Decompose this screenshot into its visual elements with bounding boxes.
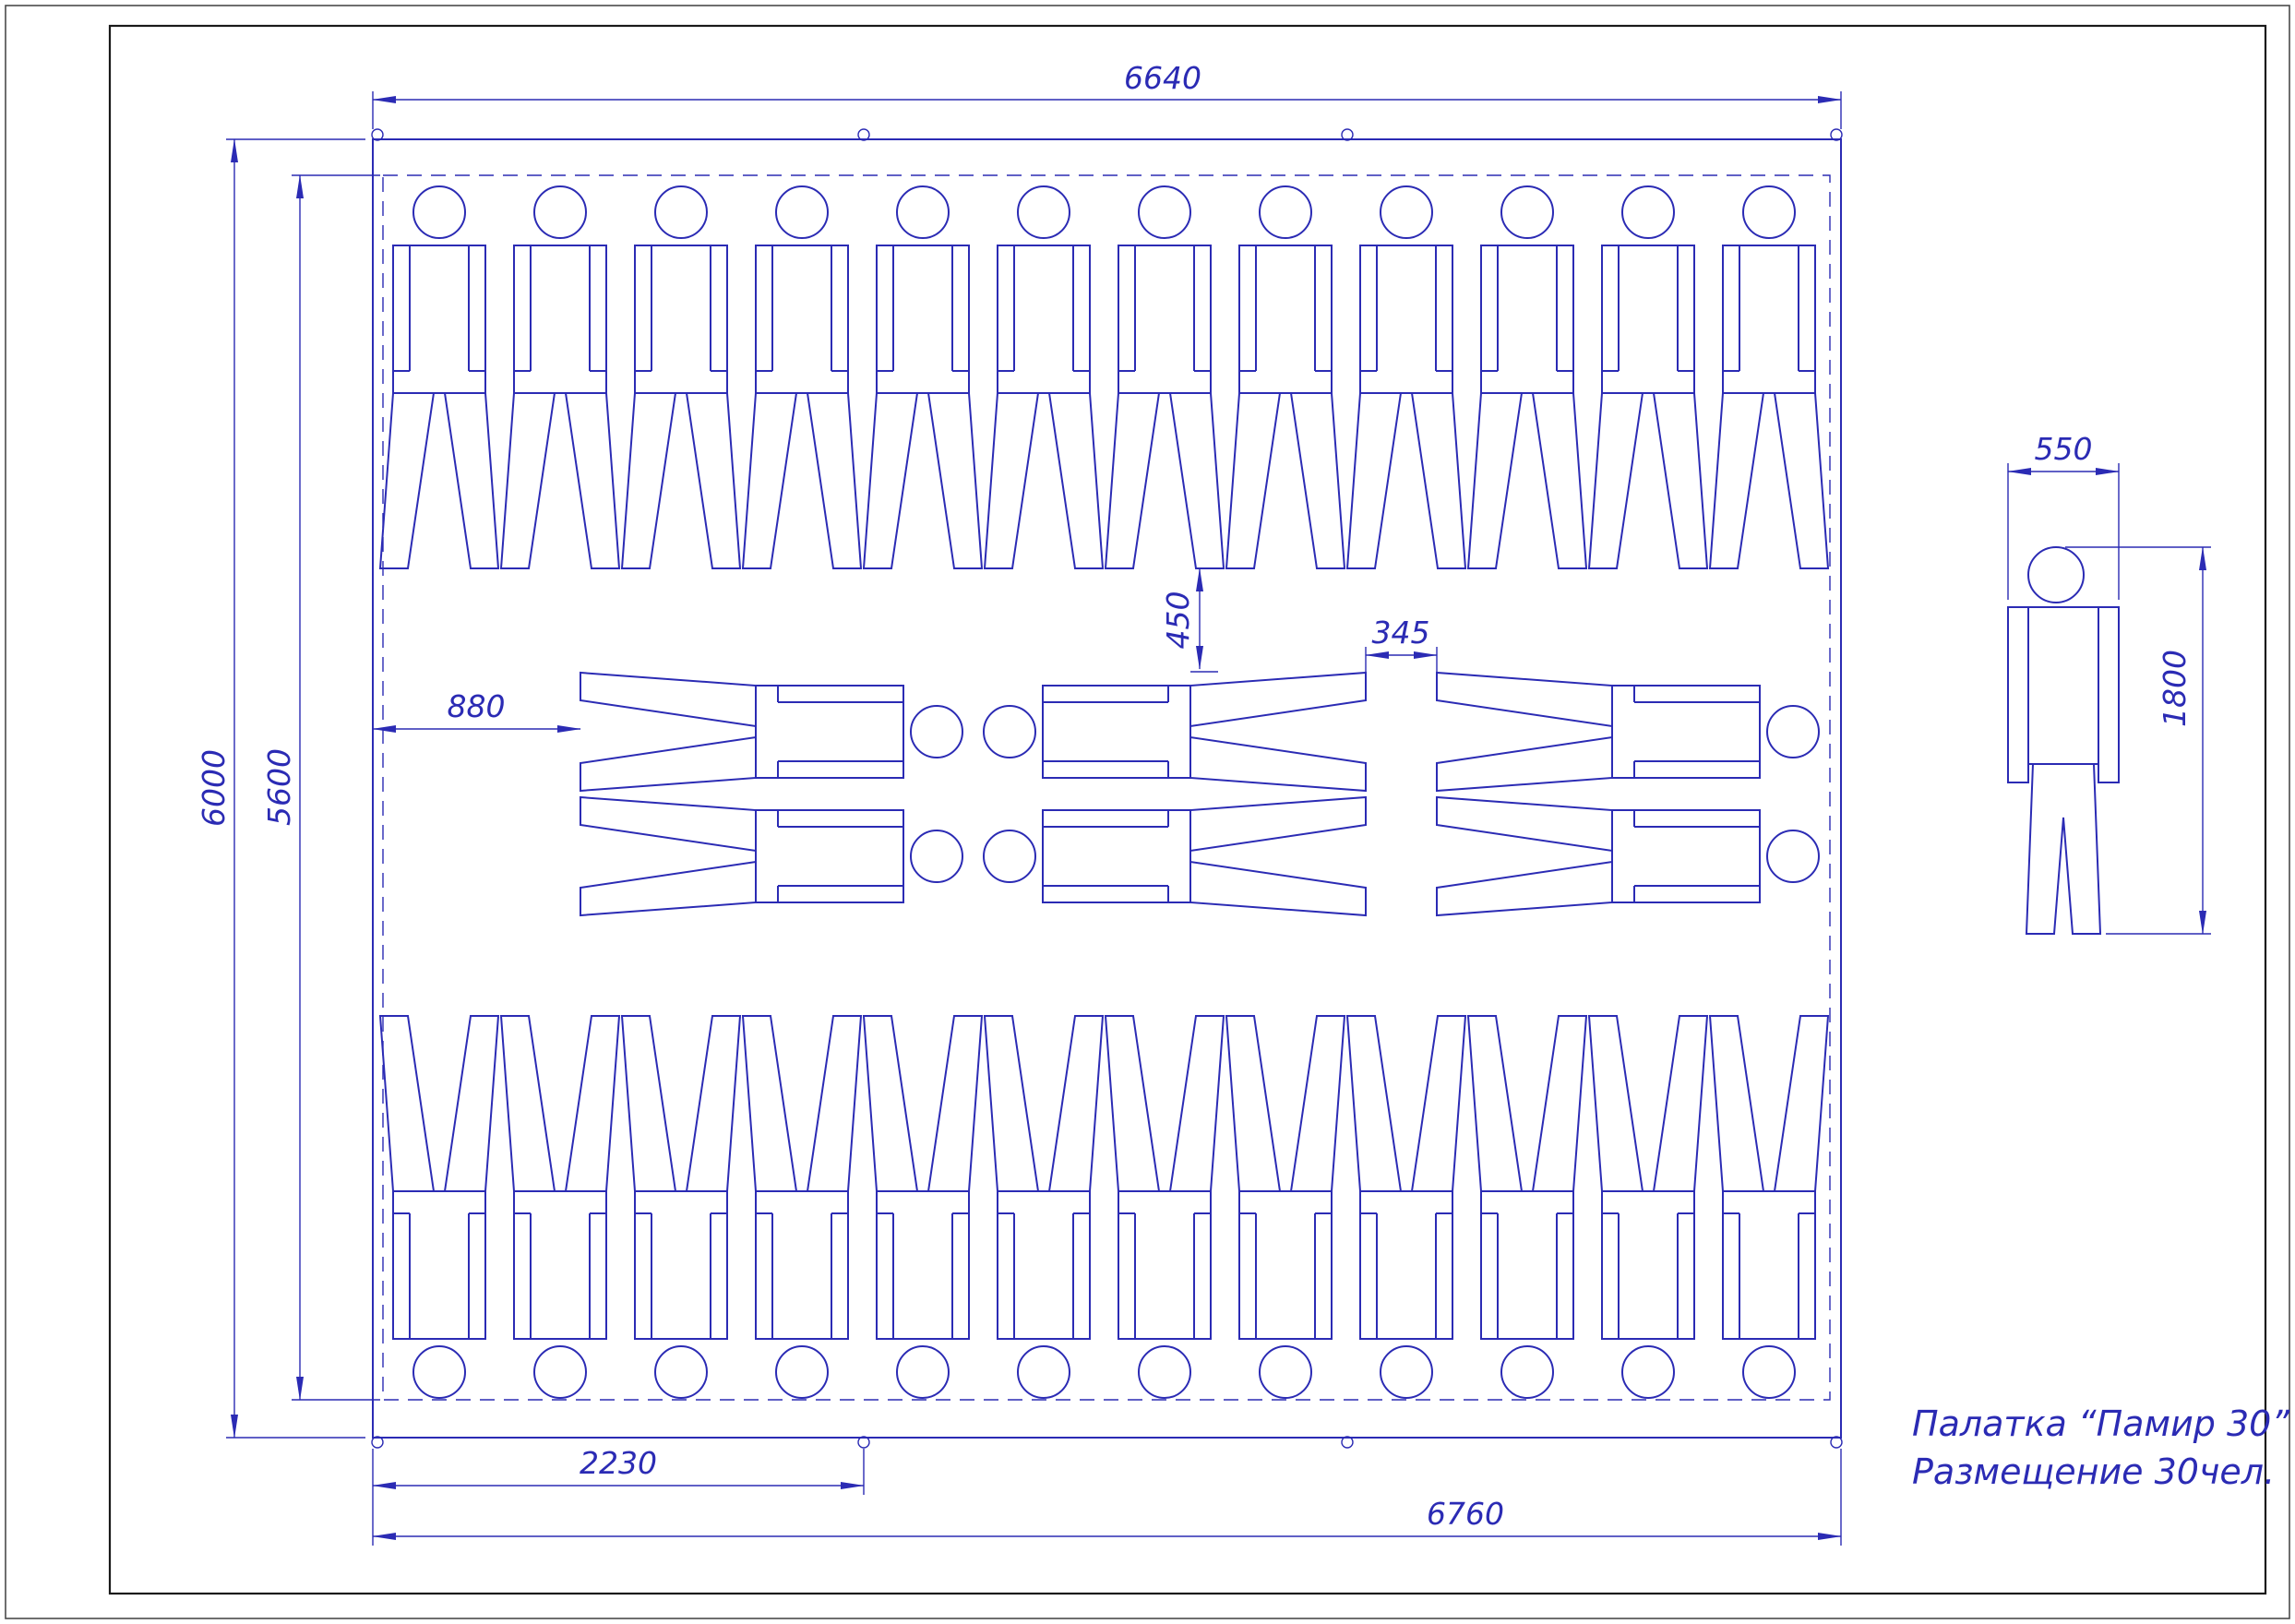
person-figure xyxy=(379,1015,499,1399)
person-head xyxy=(2027,546,2085,603)
person-figure xyxy=(983,672,1367,792)
person-figure xyxy=(1709,185,1829,569)
dimension-label: 6640 xyxy=(1124,60,1201,96)
dimension-center-gap-horizontal: 345 xyxy=(1365,615,1438,672)
person-figure xyxy=(1436,672,1820,792)
tent-floor-plan xyxy=(371,128,1843,1449)
dimension-person-width: 550 xyxy=(2007,431,2120,600)
dimension-center-gap-vertical: 450 xyxy=(1160,567,1218,673)
sleepers-middle-rows xyxy=(580,672,1820,916)
person-figure xyxy=(580,796,963,916)
person-figure xyxy=(580,672,963,792)
sheet-inner-frame xyxy=(108,24,2267,1595)
sleepers-bottom-row xyxy=(379,1015,1829,1399)
person-figure xyxy=(984,1015,1104,1399)
tent-inner-dashed-boundary xyxy=(382,174,1831,1401)
dimension-label: 6000 xyxy=(196,749,232,827)
dimension-person-height: 1800 xyxy=(2065,546,2211,935)
person-figure xyxy=(742,185,862,569)
title-line-1: Палатка “Памир 30” xyxy=(1912,1403,2289,1444)
person-legs xyxy=(2025,763,2102,935)
person-figure xyxy=(1467,185,1587,569)
dimension-bottom-segment: 2230 xyxy=(372,1445,865,1546)
person-figure xyxy=(500,185,620,569)
dimension-label: 5600 xyxy=(261,748,297,826)
tent-outline xyxy=(372,138,1842,1439)
dimension-label: 880 xyxy=(448,688,506,724)
person-right-arm xyxy=(2098,606,2120,783)
person-figure xyxy=(1467,1015,1587,1399)
person-figure xyxy=(983,796,1367,916)
person-figure xyxy=(1225,1015,1345,1399)
person-figure xyxy=(1709,1015,1829,1399)
dimension-tent-width-top: 6640 xyxy=(372,60,1842,129)
person-figure xyxy=(379,185,499,569)
dimension-label: 550 xyxy=(2035,431,2093,467)
person-figure xyxy=(621,1015,741,1399)
person-left-arm xyxy=(2007,606,2029,783)
dimension-tent-width-bottom: 6760 xyxy=(372,1449,1842,1546)
person-figure xyxy=(1346,185,1466,569)
person-torso xyxy=(2027,606,2099,765)
drawing-title: Палатка “Памир 30” Размещение 30чел. xyxy=(1912,1403,2289,1492)
person-figure xyxy=(863,185,983,569)
sleepers-top-row xyxy=(379,185,1829,569)
person-figure xyxy=(500,1015,620,1399)
dimension-label: 2230 xyxy=(580,1445,657,1481)
person-figure xyxy=(1105,185,1225,569)
person-figure xyxy=(1105,1015,1225,1399)
person-figure xyxy=(742,1015,862,1399)
person-figure xyxy=(984,185,1104,569)
person-figure xyxy=(1436,796,1820,916)
tent-peg-points xyxy=(371,128,1843,1449)
dimension-label: 1800 xyxy=(2157,650,2193,727)
person-figure xyxy=(1588,1015,1708,1399)
person-figure xyxy=(1346,1015,1466,1399)
person-figure xyxy=(1588,185,1708,569)
dimension-tent-height-outer: 6000 xyxy=(196,138,365,1439)
dimension-label: 6760 xyxy=(1427,1496,1504,1532)
sheet-outer-border xyxy=(5,5,2290,1619)
dimension-label: 345 xyxy=(1372,615,1430,651)
person-figure xyxy=(1225,185,1345,569)
dimension-tent-height-inner: 5600 xyxy=(261,174,380,1401)
title-line-2: Размещение 30чел. xyxy=(1912,1451,2275,1492)
dimension-label: 450 xyxy=(1160,591,1196,650)
dimension-side-offset: 880 xyxy=(372,688,581,733)
person-figure xyxy=(863,1015,983,1399)
standing-person-figure xyxy=(2007,546,2120,935)
person-figure xyxy=(621,185,741,569)
